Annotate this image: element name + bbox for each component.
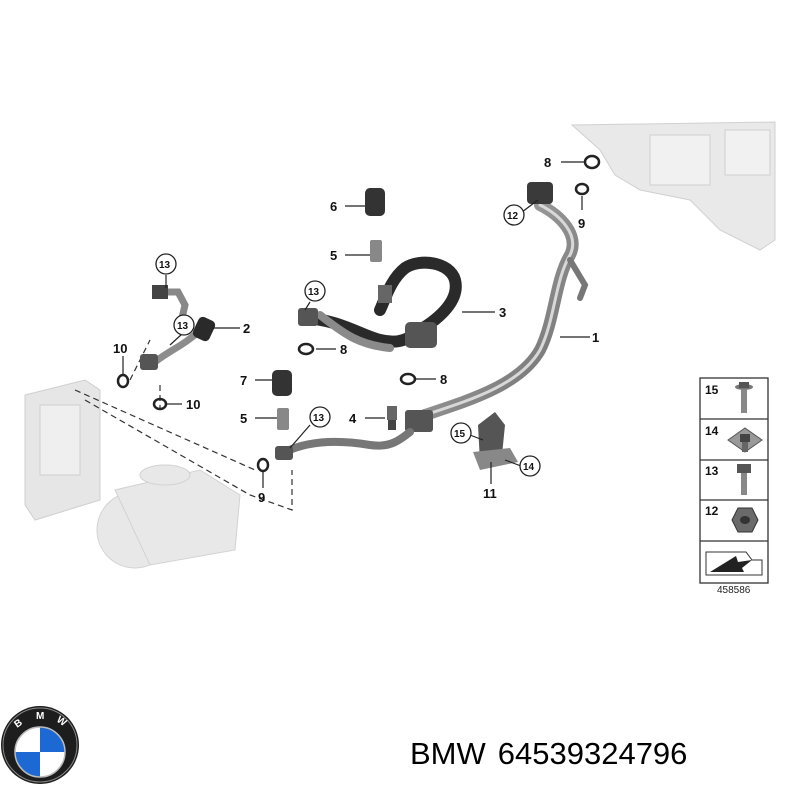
fastener-legend: 15 14 13 12 [699,377,769,584]
pipe-1-bracket [567,257,589,301]
callout-8-lower: 8 [440,372,447,387]
brand-name: BMW [410,736,486,771]
valve-5-bottom [277,408,289,430]
callout-13-b: 13 [177,321,189,332]
hex-bolt-icon [737,464,751,495]
callout-8-top: 8 [544,155,551,170]
compressor-ghost [96,464,241,569]
valve-5-top [370,240,382,262]
callout-5-bottom: 5 [240,411,247,426]
callout-4: 4 [349,411,357,426]
callout-3: 3 [499,305,506,320]
callout-12: 12 [507,211,519,222]
hose-3 [299,256,462,348]
clip-nut-icon [727,427,763,453]
pipe-1-fitting [527,182,553,204]
arrow-icon [705,551,763,576]
o-rings [116,154,601,473]
callout-13-d: 13 [313,413,325,424]
legend-num-13: 13 [705,464,719,478]
callout-9-top: 9 [578,216,585,231]
callout-1: 1 [592,330,599,345]
part-caption: BMW 64539324796 [410,736,790,786]
callout-6: 6 [330,199,337,214]
pipe-2 [151,326,204,366]
callout-11: 11 [483,486,497,501]
svg-text:M: M [36,711,44,722]
callout-9-bottom: 9 [258,490,265,505]
callout-10-left: 10 [113,341,127,356]
part-number: 64539324796 [497,736,688,771]
callout-5-top: 5 [330,248,337,263]
callout-2: 2 [243,321,250,336]
legend-num-14: 14 [705,424,719,438]
hvac-housing-ghost [570,121,776,251]
callout-15: 15 [454,429,466,440]
callout-7: 7 [240,373,247,388]
leader-lines [122,161,590,488]
callout-13-a: 13 [159,260,171,271]
cap-6 [365,188,385,216]
hex-nut-icon [731,507,759,533]
legend-num-12: 12 [705,504,719,518]
condenser-ghost [24,379,101,521]
circled-callouts [155,204,541,477]
legend-num-15: 15 [705,383,719,397]
callout-10-lower: 10 [186,397,200,412]
callout-14: 14 [523,462,535,473]
bmw-logo: B M W [1,706,79,784]
bolt-with-washer-icon [735,382,753,413]
bracket-11 [473,412,518,470]
cap-7 [272,370,292,396]
callout-13-c: 13 [308,287,320,298]
callout-8-middle: 8 [340,342,347,357]
lower-pipe [281,428,414,456]
figure-number: 458586 [717,585,751,596]
